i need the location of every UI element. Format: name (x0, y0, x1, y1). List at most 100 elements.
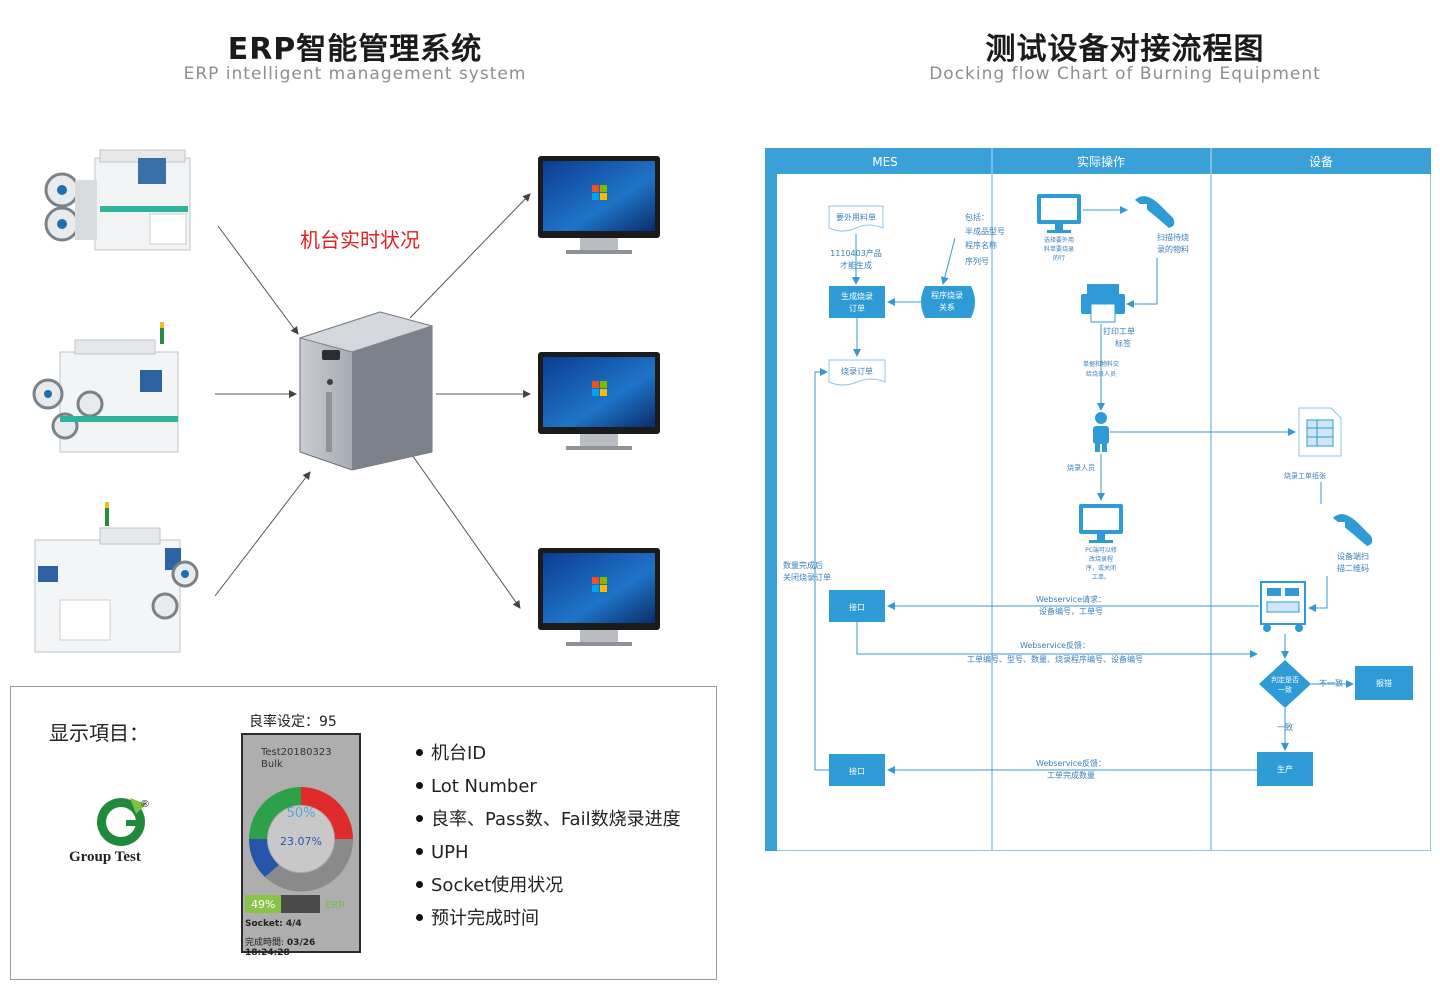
pc-3: 序，或关闭 (1086, 564, 1116, 572)
ws-fb-1: Webservice反馈： (1036, 758, 1106, 768)
produce-box (1257, 752, 1313, 786)
scan-2: 录的物料 (1157, 244, 1189, 254)
network-diagram (32, 149, 660, 653)
display-items-box: 显示項目： ® Group Test 良率设定：95 Test20180323 … (10, 686, 717, 980)
bullet-icon (416, 781, 423, 789)
select-2: 料单要烧录 (1044, 245, 1074, 253)
list-item: UPH (416, 836, 681, 869)
scanner-icon-1 (1135, 196, 1175, 228)
decision-diamond (1259, 660, 1311, 708)
print-1: 打印工单 (1103, 326, 1135, 336)
gauge-blue-segment (248, 839, 279, 877)
group-test-logo (97, 798, 146, 846)
swimlane-flowchart: MES 实际操作 设备 要外用料单 1110403产品 才能生成 生成烧录 订单… (765, 148, 1431, 851)
req-doc-shape (828, 205, 884, 232)
qty-1: 数量完成后 (783, 560, 823, 570)
dev-scan-2: 描二维码 (1337, 563, 1369, 573)
program-1: 程序烧录 (931, 290, 963, 300)
progress-right-text: ERR (325, 900, 345, 911)
yield-gauge: 50% 23.07% 49% ERR (245, 787, 354, 913)
panel-bulk: Bulk (261, 759, 283, 770)
order-doc-shape (828, 359, 886, 386)
pc-2: 改烧录程 (1089, 555, 1113, 563)
server-icon (298, 311, 434, 471)
gauge-gray-segment (265, 839, 354, 892)
select-3: 的行 (1053, 254, 1065, 262)
pc-4: 工单。 (1092, 573, 1110, 581)
monitor-1-icon (538, 156, 660, 254)
status-panel: Test20180323 Bulk 50% 23.07% 49% ERR Soc… (241, 733, 361, 958)
display-item-list: 机台ID Lot Number 良率、Pass数、Fail数烧录进度 UPH S… (416, 737, 681, 935)
gen-order-2: 订单 (849, 303, 865, 313)
machine-status-label: 机台实时状况 (300, 228, 420, 252)
program-shape (921, 286, 975, 318)
select-pc-icon (1037, 194, 1081, 233)
panel-test-id: Test20180323 (261, 747, 332, 758)
include-4: 序列号 (965, 256, 989, 266)
iface1-text: 接口 (849, 602, 865, 612)
machine-1-image (44, 149, 191, 251)
ws-resp-1: Webservice反馈： (1020, 640, 1090, 650)
machine-3-image (34, 502, 199, 653)
panel-lot-info: Test20180323 Bulk (261, 747, 332, 771)
qty-2: 关闭烧录订单 (783, 572, 831, 582)
progress-fill (245, 895, 281, 913)
right-title: 测试设备对接流程图 (985, 32, 1265, 67)
monitor-3-icon (538, 548, 660, 646)
iface2-text: 接口 (849, 766, 865, 776)
done-time-row: 完成時間: 03/26 18:24:28 (245, 935, 359, 958)
scanner-icon-2 (1333, 514, 1373, 546)
select-1: 选择要外用 (1044, 236, 1074, 244)
iface1-box (829, 590, 885, 622)
list-item: 预计完成时间 (416, 902, 681, 935)
operator-text: 烧录人员 (1067, 463, 1095, 472)
registered-mark: ® (140, 799, 150, 810)
gen-order-1: 生成烧录 (841, 291, 873, 301)
machine-2-image (32, 322, 179, 453)
left-subtitle: ERP intelligent management system (183, 64, 527, 84)
pc-icon (1079, 504, 1123, 543)
arrow-server-monitor3 (409, 451, 521, 609)
gen-order-box (829, 286, 885, 318)
list-item: 良率、Pass数、Fail数烧录进度 (416, 803, 681, 836)
right-subtitle: Docking flow Chart of Burning Equipment (929, 64, 1321, 84)
arrow-machine1-server (217, 225, 299, 335)
scan-1: 扫描待烧 (1157, 232, 1189, 242)
error-box (1355, 666, 1413, 700)
gauge-pct-top: 50% (287, 806, 316, 821)
error-text: 报错 (1376, 678, 1392, 688)
logo-text: Group Test (69, 849, 141, 865)
req-doc-text: 要外用料单 (836, 212, 876, 222)
bullet-icon (416, 913, 423, 921)
pc-1: PC端可以修 (1085, 546, 1117, 554)
no-match-text: 不一致 (1319, 678, 1343, 688)
ws-resp-2: 工单编号、型号、数量、烧录程序编号、设备编号 (967, 654, 1143, 664)
equipment-icon (1260, 581, 1306, 632)
display-items-label: 显示項目： (49, 721, 149, 745)
bullet-icon (416, 880, 423, 888)
list-item: Lot Number (416, 770, 681, 803)
iface2-box (829, 754, 885, 786)
produce-text: 生产 (1277, 764, 1293, 774)
decision-1: 判定是否 (1271, 675, 1299, 684)
progress-text: 49% (251, 898, 275, 911)
ws-req-2: 设备编号，工单号 (1039, 606, 1103, 616)
include-1: 包括： (965, 212, 989, 222)
sheet-icon (1298, 407, 1342, 457)
lane-operation: 实际操作 (1077, 154, 1125, 169)
lane-mes: MES (872, 155, 898, 169)
done-time-label: 完成時間: (245, 938, 285, 948)
gauge-green-segment (249, 787, 301, 839)
include-2: 半成品型号 (965, 226, 1005, 236)
print-2: 标签 (1115, 338, 1131, 348)
list-item: 机台ID (416, 737, 681, 770)
program-2: 关系 (939, 302, 955, 312)
operator-icon (1093, 412, 1109, 452)
lane-equipment: 设备 (1309, 155, 1333, 169)
yield-setting: 良率设定：95 (249, 714, 337, 730)
decision-2: 一致 (1278, 685, 1292, 694)
bullet-icon (416, 748, 423, 756)
arrow-server-monitor1 (409, 193, 531, 319)
gauge-red-segment (301, 787, 353, 839)
ws-req-1: Webservice请求： (1036, 594, 1106, 604)
